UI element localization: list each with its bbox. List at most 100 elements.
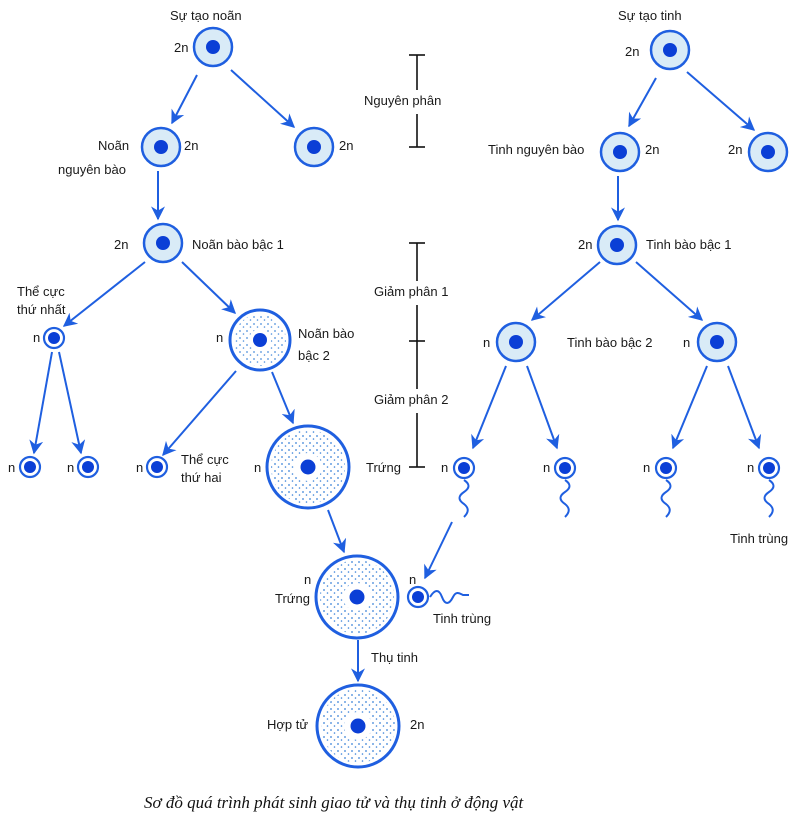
nucleus bbox=[660, 462, 672, 474]
nucleus bbox=[458, 462, 470, 474]
spermatogenesis-stem-cell bbox=[649, 29, 691, 71]
secondary-spermatocyte-a bbox=[495, 321, 537, 363]
nucleus bbox=[613, 145, 627, 159]
secondary-spermatocyte-b bbox=[696, 321, 738, 363]
secondary-oocyte-label-line2: bậc 2 bbox=[298, 348, 330, 363]
nucleus bbox=[559, 462, 571, 474]
first-polar-body bbox=[42, 326, 66, 350]
cells-layer bbox=[18, 26, 789, 769]
ploidy-label: n bbox=[136, 460, 143, 475]
zygote-label: Hợp tử bbox=[267, 717, 308, 732]
ploidy-label: n bbox=[8, 460, 15, 475]
ploidy-label: n bbox=[543, 460, 550, 475]
arrow-oogenesis bbox=[181, 261, 237, 314]
nucleus bbox=[710, 335, 724, 349]
nucleus bbox=[253, 333, 267, 347]
second-polar-body bbox=[145, 455, 169, 479]
fertilization-sperm-cell bbox=[406, 585, 430, 609]
phase-label-mitosis: Nguyên phân bbox=[364, 93, 441, 108]
ploidy-label: 2n bbox=[174, 40, 188, 55]
ploidy-label: n bbox=[747, 460, 754, 475]
ploidy-label: n bbox=[304, 572, 311, 587]
nucleus bbox=[156, 236, 170, 250]
ploidy-label: n bbox=[33, 330, 40, 345]
ploidy-label: n bbox=[483, 335, 490, 350]
polar-body-b bbox=[76, 455, 100, 479]
oogonium-label-line1: Noãn bbox=[98, 138, 129, 153]
sperm-tail bbox=[458, 479, 470, 518]
second-polar-body-label-line2: thứ hai bbox=[181, 470, 222, 485]
ploidy-label: n bbox=[643, 460, 650, 475]
primary-oocyte-cell bbox=[142, 222, 184, 264]
arrow-oogenesis bbox=[162, 370, 237, 457]
arrow-egg-to-fertilization bbox=[327, 509, 347, 554]
ploidy-label: 2n bbox=[728, 142, 742, 157]
nucleus bbox=[24, 461, 36, 473]
arrow-oogenesis bbox=[230, 69, 296, 128]
nucleus bbox=[307, 140, 321, 154]
fertilization-sperm-tail bbox=[429, 590, 469, 604]
ploidy-label: 2n bbox=[184, 138, 198, 153]
arrow-spermatogenesis bbox=[686, 71, 756, 131]
ploidy-label: 2n bbox=[625, 44, 639, 59]
labels-layer: Sự tạo noãn 2n Noãn nguyên bào 2n 2n 2n … bbox=[8, 8, 788, 812]
fertilization-process-label: Thụ tinh bbox=[371, 650, 418, 665]
fertilization-egg-cell bbox=[314, 554, 400, 640]
arrow-sperm-to-fertilization bbox=[424, 521, 453, 580]
spermatogonium-label: Tinh nguyên bào bbox=[488, 142, 584, 157]
sperm-cell bbox=[654, 456, 678, 480]
egg-label: Trứng bbox=[366, 460, 401, 475]
secondary-oocyte-label-line1: Noãn bào bbox=[298, 326, 354, 341]
phase-label-meiosis-1: Giảm phân 1 bbox=[374, 284, 448, 299]
sperm-tail bbox=[559, 479, 571, 518]
arrow-spermatogenesis bbox=[727, 365, 762, 450]
primary-spermatocyte-label: Tinh bào bậc 1 bbox=[646, 237, 732, 252]
spermatogenesis-heading: Sự tạo tinh bbox=[618, 8, 682, 23]
polar-body-a bbox=[18, 455, 42, 479]
oogenesis-daughter-cell bbox=[293, 126, 335, 168]
nucleus bbox=[350, 718, 366, 734]
first-polar-body-label-line2: thứ nhất bbox=[17, 302, 66, 317]
nucleus bbox=[151, 461, 163, 473]
primary-oocyte-label: Noãn bào bậc 1 bbox=[192, 237, 284, 252]
arrow-oogenesis bbox=[62, 261, 146, 327]
arrow-oogenesis bbox=[171, 74, 198, 125]
arrow-spermatogenesis bbox=[635, 261, 704, 321]
oogonium-label-line2: nguyên bào bbox=[58, 162, 126, 177]
arrow-oogenesis bbox=[29, 351, 53, 455]
nucleus bbox=[763, 462, 775, 474]
nucleus bbox=[154, 140, 168, 154]
nucleus bbox=[349, 589, 365, 605]
secondary-oocyte-cell bbox=[228, 308, 292, 372]
arrow-spermatogenesis bbox=[628, 77, 657, 128]
arrow-spermatogenesis bbox=[530, 261, 601, 321]
ploidy-label: 2n bbox=[339, 138, 353, 153]
arrows-layer bbox=[29, 69, 762, 683]
fertilization-egg-label: Trứng bbox=[275, 591, 310, 606]
nucleus bbox=[82, 461, 94, 473]
figure-caption: Sơ đồ quá trình phát sinh giao tử và thụ… bbox=[144, 793, 524, 812]
arrow-spermatogenesis bbox=[671, 365, 708, 450]
secondary-spermatocyte-label: Tinh bào bậc 2 bbox=[567, 335, 653, 350]
oogenesis-stem-cell bbox=[192, 26, 234, 68]
sperm-label: Tinh trùng bbox=[730, 531, 788, 546]
ploidy-label: n bbox=[441, 460, 448, 475]
sperm-tail bbox=[660, 479, 672, 518]
ploidy-label: 2n bbox=[645, 142, 659, 157]
ploidy-label: 2n bbox=[410, 717, 424, 732]
egg-cell bbox=[265, 424, 351, 510]
sperm-cell bbox=[452, 456, 476, 480]
oogonium-cell bbox=[140, 126, 182, 168]
arrow-oogenesis bbox=[271, 371, 295, 425]
sperm-cell bbox=[757, 456, 781, 480]
nucleus bbox=[663, 43, 677, 57]
oogenesis-heading: Sự tạo noãn bbox=[170, 8, 242, 23]
arrow-spermatogenesis bbox=[526, 365, 560, 450]
nucleus bbox=[300, 459, 316, 475]
ploidy-label: n bbox=[67, 460, 74, 475]
second-polar-body-label-line1: Thể cực bbox=[181, 452, 229, 467]
phase-bars-layer bbox=[409, 54, 425, 468]
nucleus bbox=[206, 40, 220, 54]
ploidy-label: n bbox=[683, 335, 690, 350]
